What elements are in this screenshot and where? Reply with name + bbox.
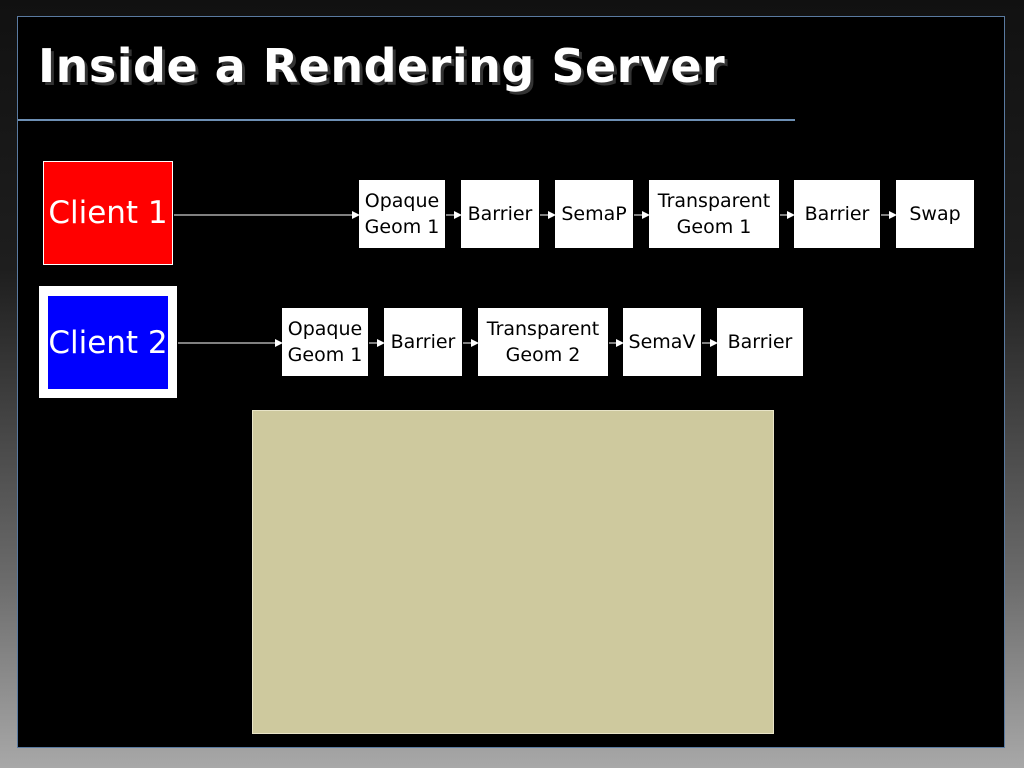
- client-2-box: Client 2: [48, 296, 168, 389]
- slide: Inside a Rendering Server Client 1 Clien…: [17, 16, 1005, 748]
- client-2-step-barrier-2: Barrier: [717, 308, 803, 376]
- client-1-label: Client 1: [48, 195, 168, 231]
- client-2-step-semav: SemaV: [623, 308, 701, 376]
- pipeline-arrows: [174, 211, 897, 347]
- client-1-step-barrier-1: Barrier: [461, 180, 539, 248]
- client-1-step-barrier-2: Barrier: [794, 180, 880, 248]
- empty-content-box: [252, 410, 774, 734]
- client-1-step-semap: SemaP: [555, 180, 633, 248]
- client-1-box: Client 1: [43, 161, 173, 265]
- client-1-step-transparent-geom-1: Transparent Geom 1: [649, 180, 779, 248]
- client-2-step-opaque-geom-1: Opaque Geom 1: [282, 308, 368, 376]
- title-divider: [18, 119, 795, 121]
- slide-title: Inside a Rendering Server: [38, 39, 726, 93]
- client-2-label: Client 2: [48, 324, 168, 361]
- client-1-step-opaque-geom-1: Opaque Geom 1: [359, 180, 445, 248]
- client-1-step-swap: Swap: [896, 180, 974, 248]
- client-2-step-barrier-1: Barrier: [384, 308, 462, 376]
- client-2-step-transparent-geom-2: Transparent Geom 2: [478, 308, 608, 376]
